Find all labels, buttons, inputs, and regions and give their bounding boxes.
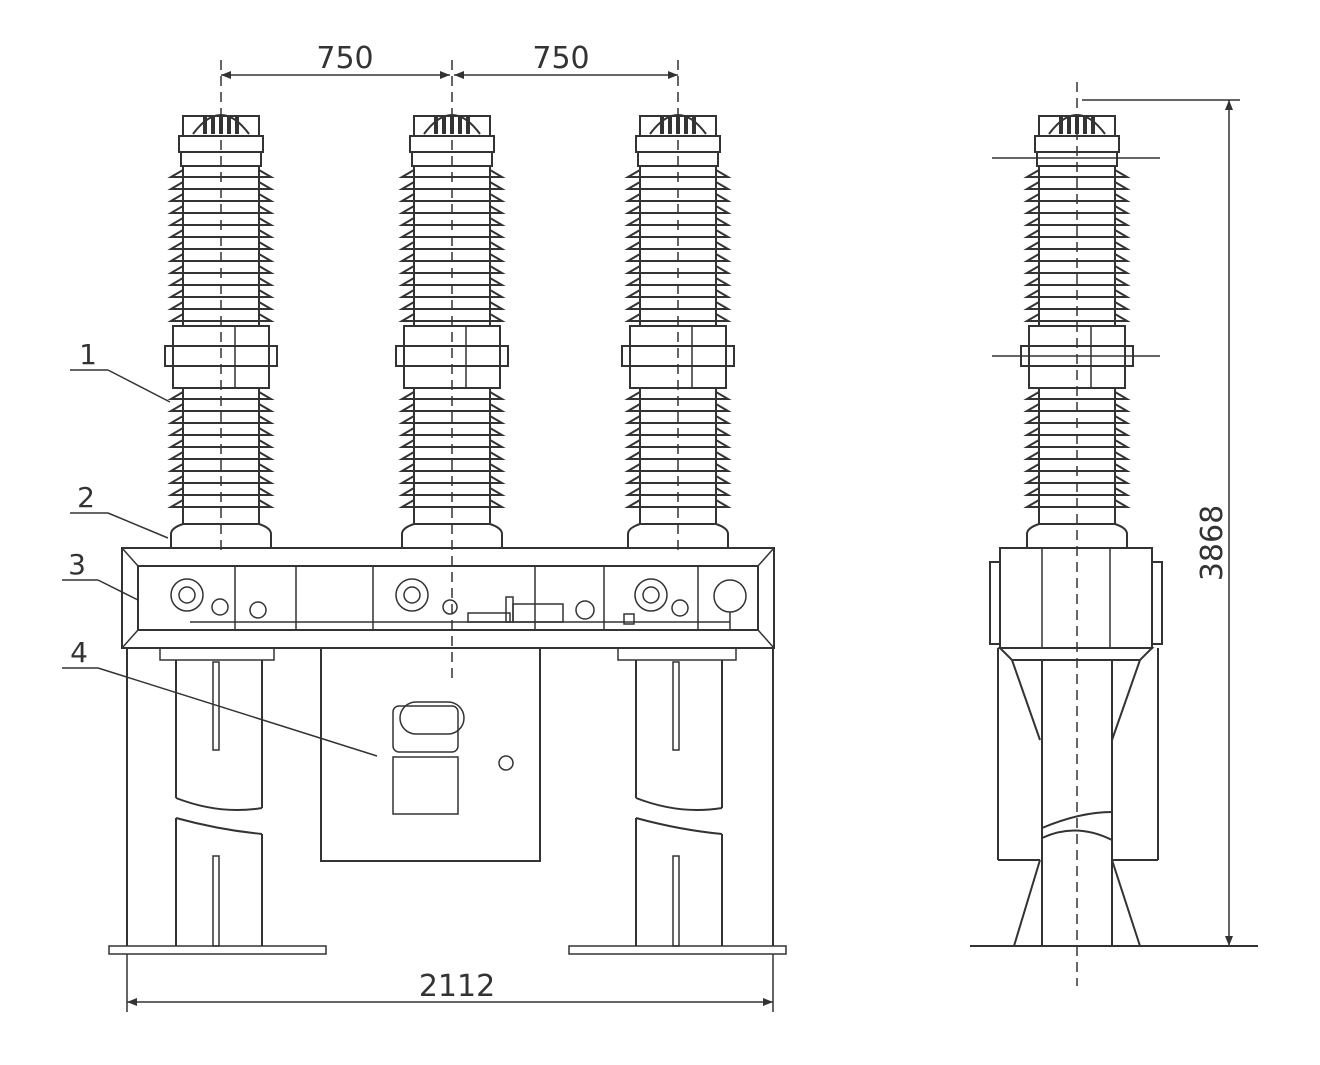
callout-1-label: 1 <box>79 338 97 371</box>
callout-4: 4 <box>62 636 378 757</box>
overall-width-dimension: 2112 <box>126 954 774 1012</box>
phase-spacing-dimension: 750 750 <box>221 41 678 79</box>
phase-spacing-right-label: 750 <box>532 41 589 76</box>
callout-3: 3 <box>62 548 139 601</box>
phase-spacing-left-label: 750 <box>316 41 373 76</box>
side-view: 3868 <box>970 82 1258 986</box>
callout-4-label: 4 <box>70 636 88 669</box>
callout-2: 2 <box>70 481 169 539</box>
operating-cabinet <box>320 647 541 862</box>
mechanism-box <box>121 547 775 649</box>
overall-width-label: 2112 <box>419 969 495 1004</box>
overall-height-label: 3868 <box>1195 505 1230 581</box>
callout-2-label: 2 <box>77 481 95 514</box>
support-leg-left <box>108 647 327 955</box>
side-housing <box>970 547 1258 947</box>
support-leg-right <box>568 647 787 955</box>
callout-1: 1 <box>70 338 171 403</box>
overall-height-dimension: 3868 <box>1082 99 1240 946</box>
pole-insulators <box>164 114 735 549</box>
front-view: 750 750 2112 1 2 3 4 <box>62 41 787 1012</box>
callout-3-label: 3 <box>68 548 86 581</box>
